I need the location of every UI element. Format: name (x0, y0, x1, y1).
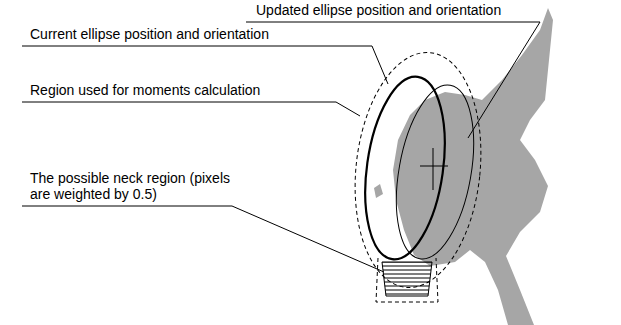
neck-region-hatch (382, 262, 432, 296)
callout-label: Current ellipse position and orientation (30, 26, 269, 42)
moments-region-ellipse (344, 46, 492, 294)
current-ellipse (355, 72, 456, 265)
callout-label: Region used for moments calculation (30, 82, 260, 98)
neck-region-outline (376, 258, 438, 302)
callout-label: The possible neck region (pixels are wei… (30, 170, 230, 202)
callout-label: Updated ellipse position and orientation (256, 2, 501, 18)
face-fragment (374, 184, 383, 198)
leader-lines (22, 22, 540, 272)
center-cross (420, 148, 448, 190)
updated-ellipse (384, 79, 485, 265)
